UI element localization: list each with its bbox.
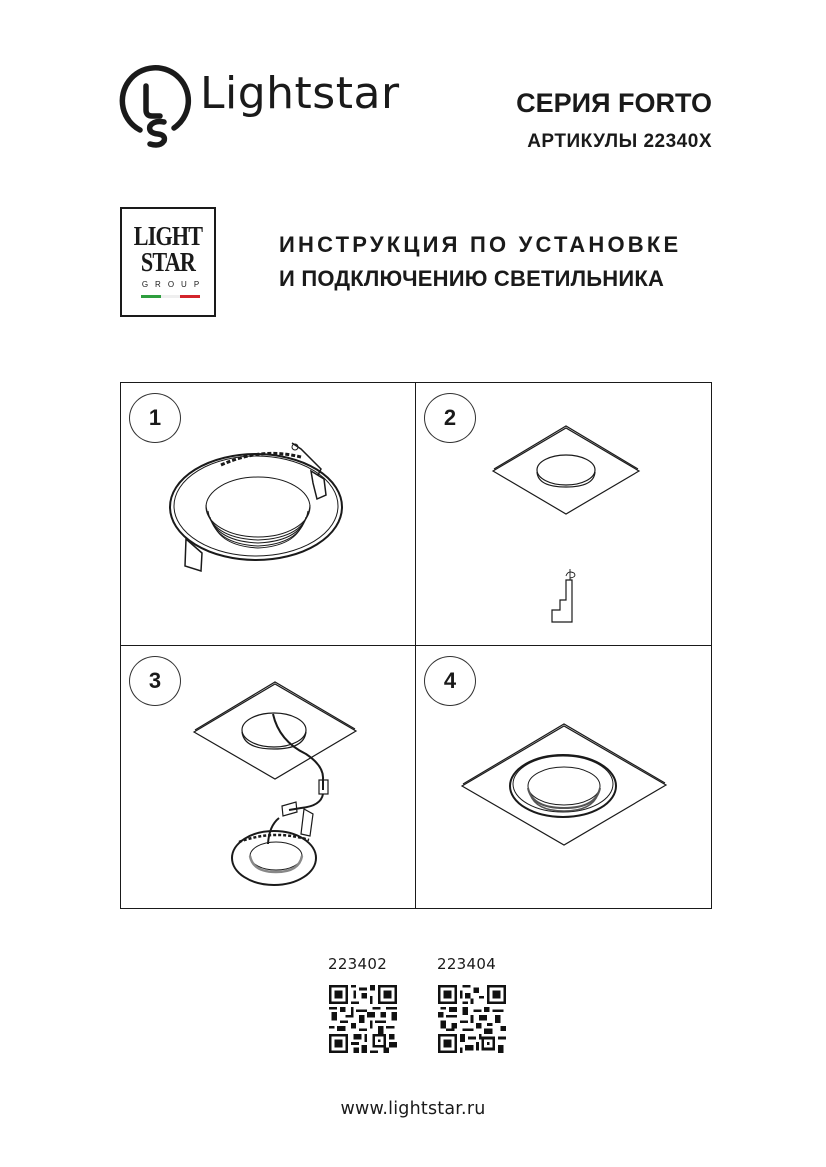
step-number-badge: 3: [129, 656, 181, 706]
italian-flag-stripe: [141, 295, 201, 298]
brand-logo: Lightstar: [118, 58, 418, 150]
cable-connection-illustration: [192, 681, 358, 886]
flag-white: [160, 295, 181, 298]
badge-line-star: STAR: [140, 247, 196, 277]
step-2: 2: [416, 383, 711, 646]
articles-line: АРТИКУЛЫ 22340X: [527, 131, 712, 152]
installed-downlight-illustration: [460, 723, 668, 846]
step-1: 1: [121, 383, 416, 646]
flag-green: [141, 295, 161, 298]
qr-code-223404[interactable]: [438, 985, 506, 1053]
instruction-title-line1: ИНСТРУКЦИЯ ПО УСТАНОВКЕ: [279, 232, 682, 257]
website-link[interactable]: www.lightstar.ru: [340, 1099, 486, 1119]
flag-red: [180, 295, 201, 298]
series-title: СЕРИЯ FORTO: [516, 88, 712, 118]
downlight-with-clips-illustration: [169, 442, 343, 573]
brand-name: Lightstar: [200, 68, 400, 119]
step-number-badge: 2: [424, 393, 476, 443]
step-number-badge: 1: [129, 393, 181, 443]
installation-steps-grid: 1 2: [120, 382, 712, 909]
lightbulb-ls-icon: [119, 65, 192, 148]
qr-label-223402: 223402: [328, 955, 388, 973]
badge-line-group: GROUP: [141, 280, 207, 289]
qr-code-223402[interactable]: [329, 985, 397, 1053]
ceiling-cutout-illustration: [491, 425, 641, 623]
qr-label-223404: 223404: [437, 955, 497, 973]
step-4: 4: [416, 646, 711, 908]
lightstar-group-badge: LIGHT STAR GROUP: [120, 207, 216, 317]
step-number-badge: 4: [424, 656, 476, 706]
instruction-title-line2: И ПОДКЛЮЧЕНИЮ СВЕТИЛЬНИКА: [279, 266, 665, 291]
badge-line-light: LIGHT: [133, 221, 203, 251]
step-3: 3: [121, 646, 416, 908]
